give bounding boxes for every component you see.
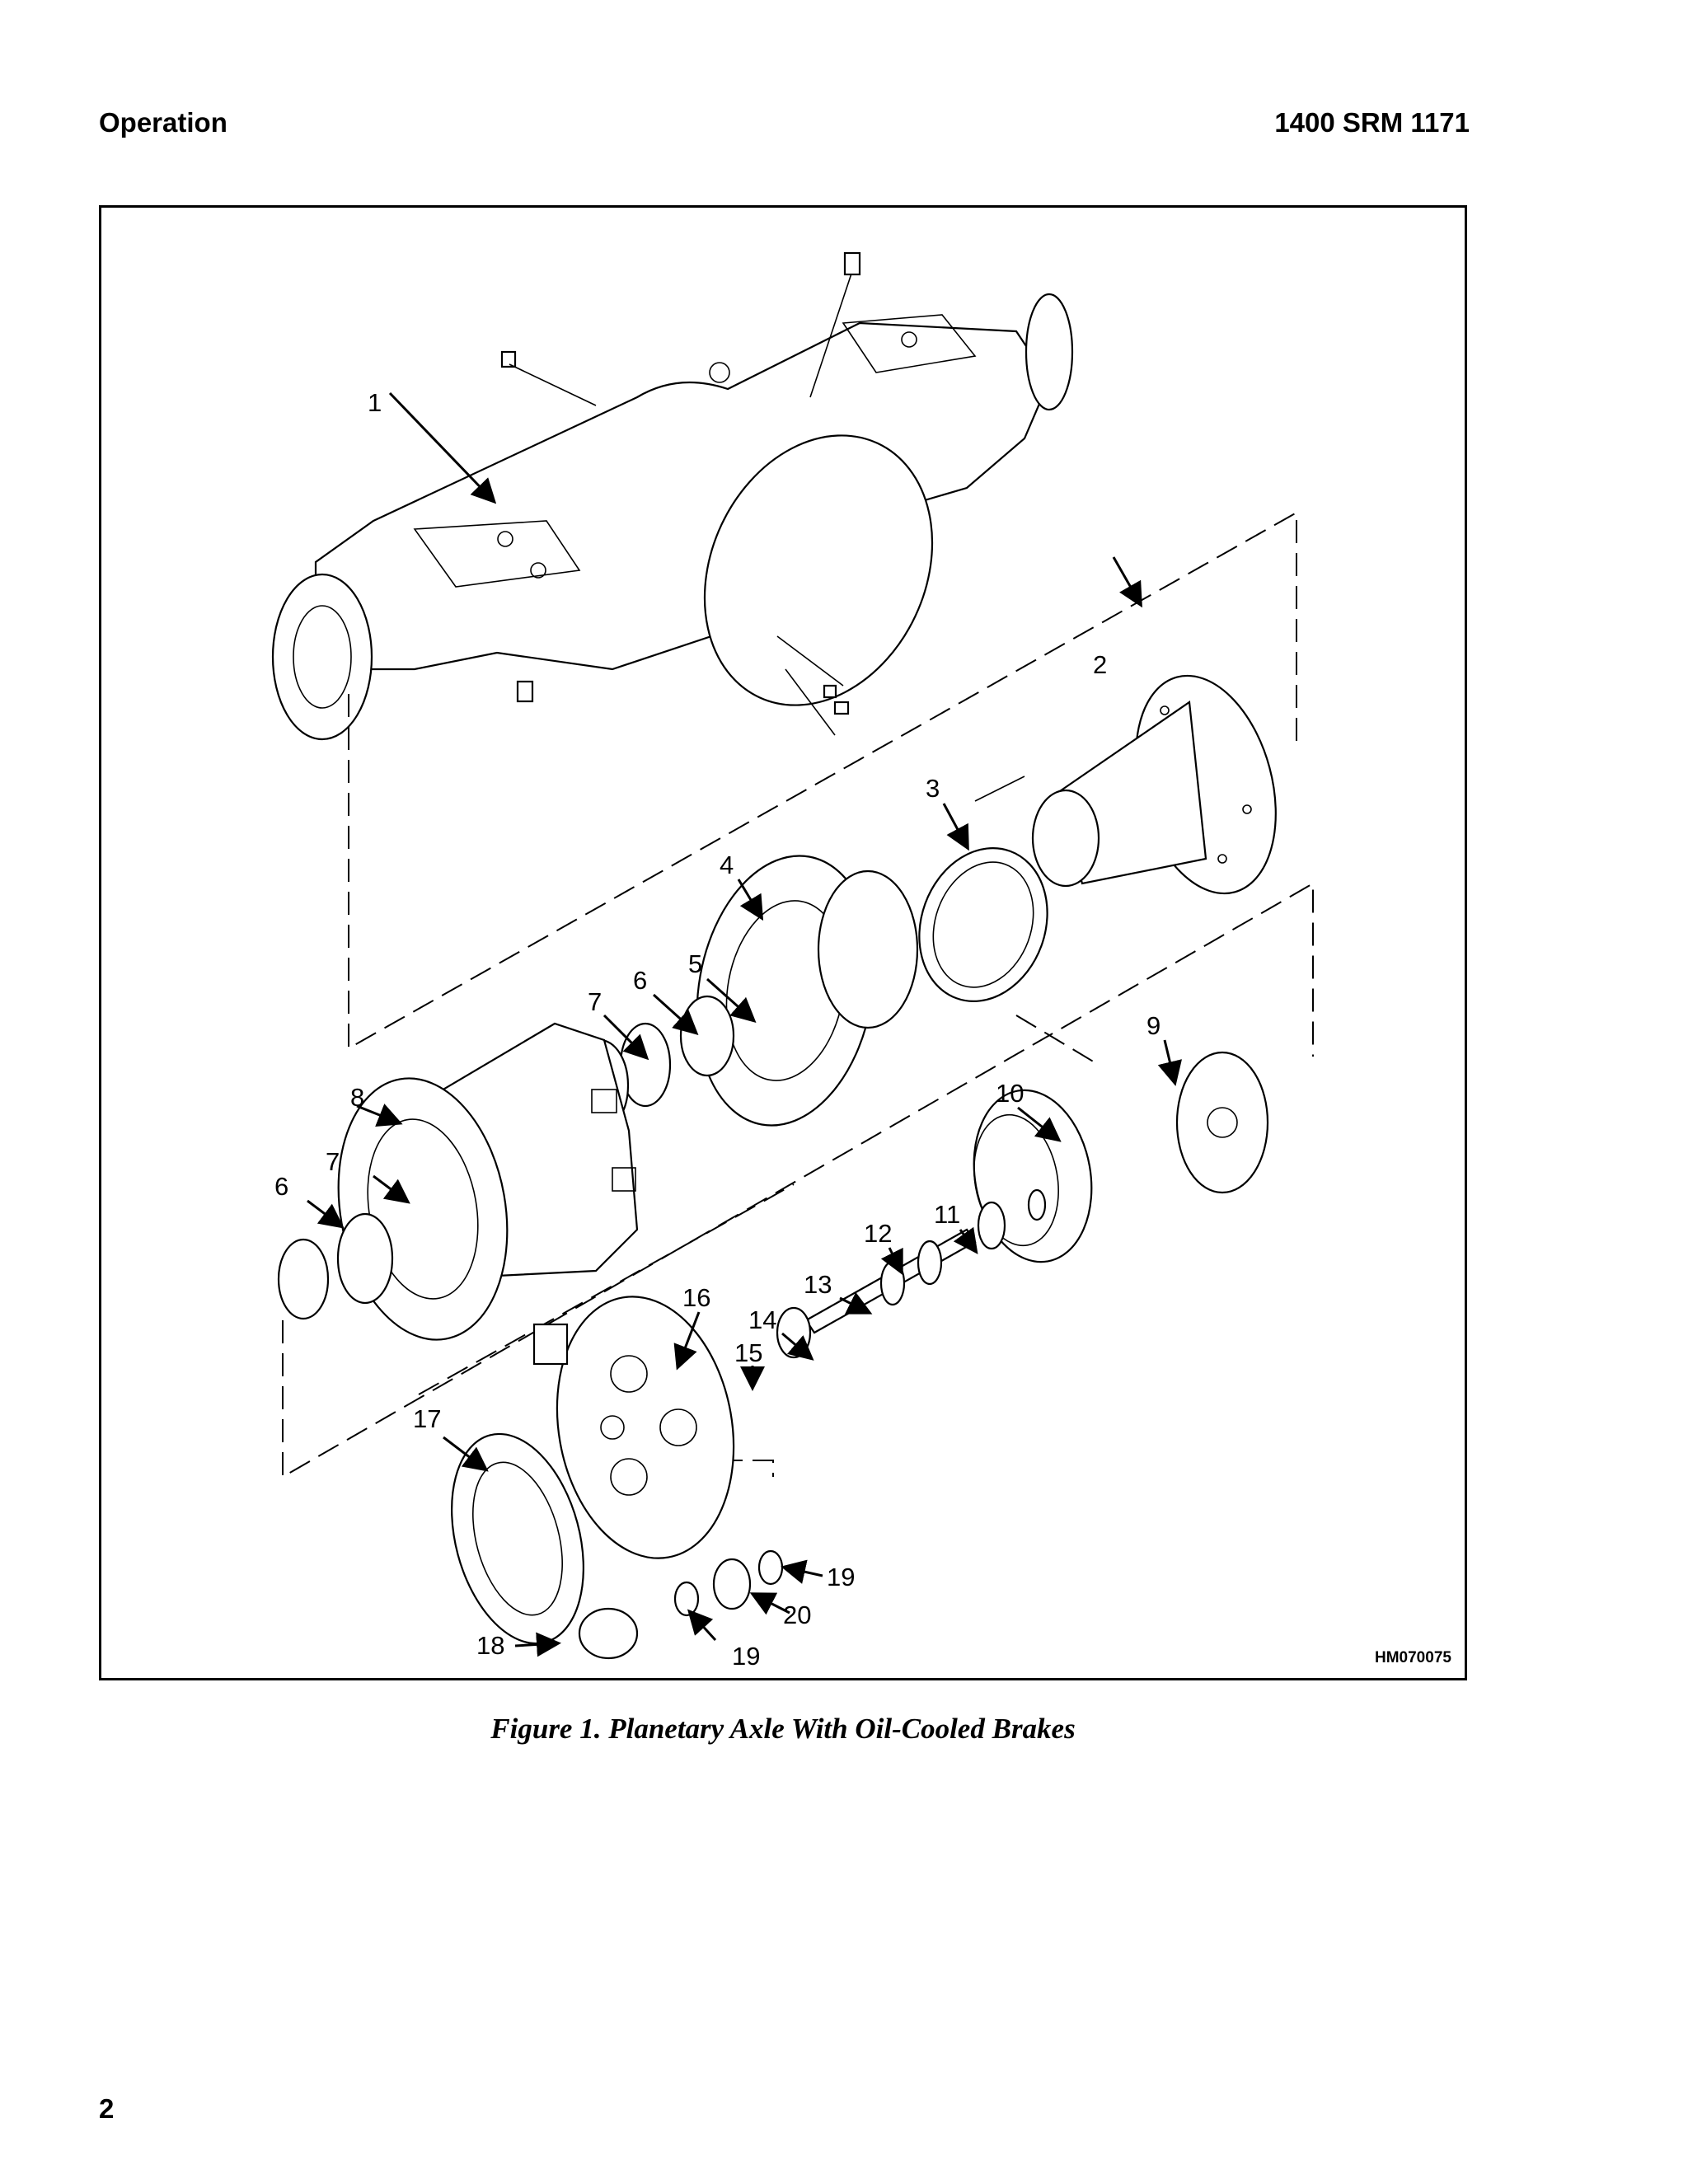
callout-8: 8 (350, 1083, 364, 1112)
figure-code: HM070075 (1375, 1649, 1451, 1666)
ring-gear-carrier (1175, 1051, 1269, 1194)
callout-4: 4 (720, 851, 734, 879)
snap-ring-lower (673, 1581, 700, 1617)
callout-9: 9 (1146, 1011, 1160, 1040)
callout-18: 18 (476, 1631, 504, 1660)
snap-ring-upper (757, 1549, 784, 1586)
document-number: 1400 SRM 1171 (1274, 107, 1470, 138)
spindle (974, 674, 1277, 895)
bearing-cup (679, 995, 735, 1077)
exploded-view-drawing: 1 2 3 4 5 6 7 8 9 10 6 7 11 12 13 14 15 … (271, 251, 1451, 1671)
ring-gear-hub (696, 855, 919, 1127)
page-number: 2 (99, 2093, 115, 2124)
callout-6-outer: 6 (274, 1172, 288, 1201)
figure-frame: 1 2 3 4 5 6 7 8 9 10 6 7 11 12 13 14 15 … (99, 205, 1467, 1680)
figure-caption: Figure 1. Planetary Axle With Oil-Cooled… (490, 1713, 1076, 1745)
callout-20: 20 (783, 1601, 811, 1629)
callout-5: 5 (688, 949, 702, 978)
callout-16: 16 (682, 1283, 710, 1312)
callout-17: 17 (413, 1404, 441, 1433)
plug (578, 1607, 639, 1660)
callout-19-lower: 19 (732, 1642, 760, 1671)
callout-10: 10 (996, 1079, 1024, 1108)
callout-13: 13 (804, 1270, 832, 1299)
callout-7-outer: 7 (326, 1147, 340, 1176)
callout-6: 6 (633, 966, 647, 995)
callout-14: 14 (748, 1305, 776, 1334)
outer-bearing-cone (277, 1238, 330, 1320)
outer-bearing-cup (336, 1212, 394, 1305)
callout-1: 1 (368, 388, 382, 417)
callout-3: 3 (926, 774, 940, 803)
callout-2: 2 (1093, 650, 1107, 679)
planet-gear (712, 1558, 752, 1610)
callout-11: 11 (934, 1200, 960, 1229)
seal (918, 847, 1048, 1002)
axle-housing (271, 251, 1074, 741)
callout-7: 7 (588, 987, 602, 1016)
callout-15: 15 (734, 1338, 762, 1367)
callout-19-upper: 19 (827, 1563, 855, 1591)
callout-12: 12 (864, 1219, 892, 1248)
section-title: Operation (99, 107, 227, 138)
